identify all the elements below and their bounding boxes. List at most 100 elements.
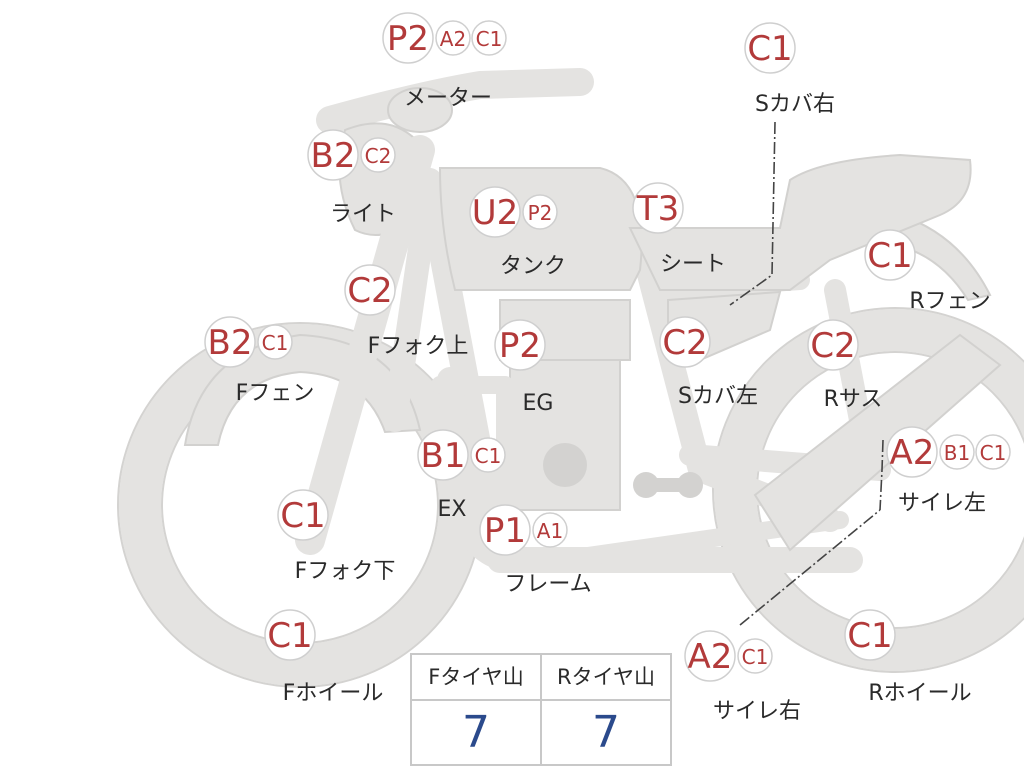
grade-badge: B2 [307, 129, 359, 181]
grade-badge: C2 [344, 264, 396, 316]
grade-badge-text: A1 [537, 519, 563, 543]
grade-badge-circle [494, 319, 546, 371]
grade-badge-circle [382, 12, 434, 64]
grade-badge: T3 [632, 182, 684, 234]
grade-badge: P2 [494, 319, 546, 371]
grade-badge-circle [522, 194, 558, 230]
grade-badge-circle [204, 316, 256, 368]
grade-badge-text: A2 [890, 433, 935, 473]
grade-badge-text: C1 [280, 496, 325, 536]
front-tread-value: 7 [462, 707, 490, 758]
meter-shape [387, 87, 453, 133]
leader-muffler-right [739, 509, 881, 626]
grade-badge-circle [632, 182, 684, 234]
part-label: Rサス [824, 387, 883, 412]
part-label: タンク [500, 254, 566, 279]
grade-badge-text: P2 [528, 201, 553, 225]
grade-badge-circle [939, 434, 975, 470]
grade-badge-circle [744, 22, 796, 74]
grade-badge-circle [844, 609, 896, 661]
grade-badge-text: P1 [484, 511, 526, 551]
grade-badge-circle [417, 429, 469, 481]
part-label: Fホイール [283, 681, 384, 706]
grade-badge-text: B1 [944, 441, 970, 465]
rear-tread-value: 7 [592, 707, 620, 758]
part-label: Sカバ左 [678, 384, 758, 409]
grade-badge-circle [307, 129, 359, 181]
tire-tread-table: Fタイヤ山 7 Rタイヤ山 7 [410, 653, 672, 766]
grade-badge-circle [659, 316, 711, 368]
rear-tread-cell: Rタイヤ山 7 [540, 655, 670, 764]
grade-badge-text: C1 [476, 27, 503, 51]
rear-fender-shape [893, 213, 992, 302]
grade-badge-circle [684, 630, 736, 682]
part-label: シート [660, 252, 726, 277]
grade-badge-text: U2 [472, 193, 519, 233]
grade-badge-text: P2 [387, 19, 429, 59]
grade-badge: A2 [684, 630, 736, 682]
grade-badge: C1 [864, 229, 916, 281]
part-label: Sカバ右 [755, 92, 835, 117]
grade-badge: C1 [744, 22, 796, 74]
grade-badge-text: C2 [365, 144, 392, 168]
grade-badge-circle [864, 229, 916, 281]
grade-badge-text: C1 [747, 29, 792, 69]
grade-badge: A2 [435, 20, 471, 56]
grade-badge: A2 [886, 426, 938, 478]
grade-badge-circle [360, 137, 396, 173]
seat-shape [628, 153, 972, 291]
grade-badge-text: B2 [208, 323, 253, 363]
grade-badge-text: A2 [440, 27, 466, 51]
grade-badge-text: T3 [636, 189, 679, 229]
grade-badge-text: B2 [311, 136, 356, 176]
grade-badge: C1 [471, 20, 507, 56]
grade-badge: C1 [844, 609, 896, 661]
grade-badge-circle [435, 20, 471, 56]
grade-badge-text: C1 [475, 444, 502, 468]
grade-badge: C1 [277, 489, 329, 541]
part-label: ライト [330, 202, 396, 227]
grade-badge-text: C2 [810, 326, 855, 366]
grade-badge-text: C1 [847, 616, 892, 656]
grade-badge-circle [886, 426, 938, 478]
part-label: サイレ右 [713, 699, 801, 724]
grade-badge-circle [344, 264, 396, 316]
fork-shape [295, 135, 442, 555]
grade-badge: B2 [204, 316, 256, 368]
grade-badge-circle [470, 437, 506, 473]
part-label: Fフォク上 [368, 334, 469, 359]
muffler-shape [753, 333, 1002, 552]
part-label: Fフェン [236, 381, 315, 406]
grade-badge-text: B1 [421, 436, 466, 476]
grade-badge-circle [471, 20, 507, 56]
grade-badge: C1 [737, 638, 773, 674]
grade-badge: C1 [470, 437, 506, 473]
grade-badge-circle [264, 609, 316, 661]
grade-badge: C2 [807, 319, 859, 371]
grade-badge-circle [532, 512, 568, 548]
grade-badge-circle [469, 186, 521, 238]
part-label: EX [438, 497, 467, 522]
grade-badge: P2 [522, 194, 558, 230]
grade-badge: C1 [264, 609, 316, 661]
grade-badge: P2 [382, 12, 434, 64]
part-label: Rフェン [909, 289, 990, 314]
grade-badge: A1 [532, 512, 568, 548]
grade-badge: C2 [360, 137, 396, 173]
grade-badge-text: C1 [742, 645, 769, 669]
grade-badge-circle [479, 504, 531, 556]
grade-badge-circle [277, 489, 329, 541]
grade-badge: U2 [469, 186, 521, 238]
grade-badge: C1 [975, 434, 1011, 470]
grade-badge: P1 [479, 504, 531, 556]
grade-badge: B1 [939, 434, 975, 470]
part-label: フレーム [504, 572, 591, 597]
rear-tread-label: Rタイヤ山 [542, 655, 670, 701]
part-label: メーター [404, 86, 492, 111]
grade-badge-circle [737, 638, 773, 674]
part-label: Rホイール [868, 681, 971, 706]
leader-muffler-left [879, 439, 884, 511]
